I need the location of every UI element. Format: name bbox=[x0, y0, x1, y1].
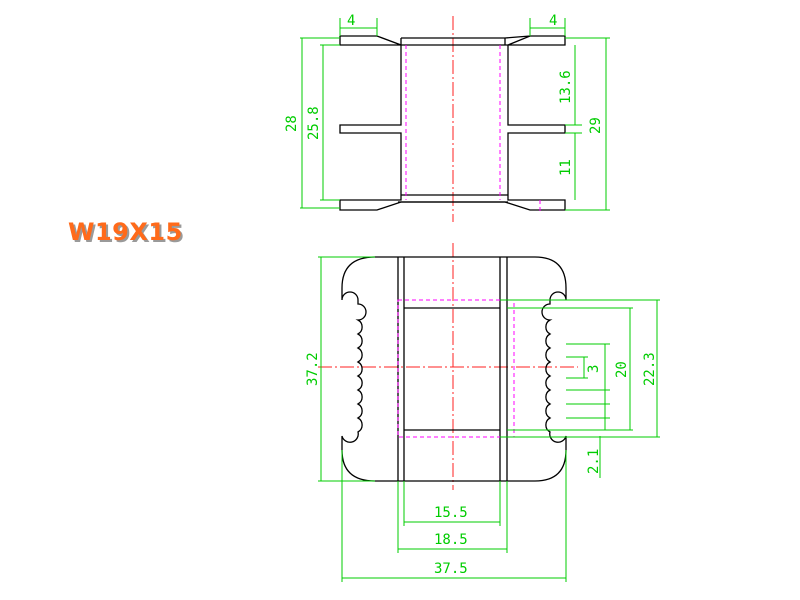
dim-inner-height: 25.8 bbox=[306, 106, 322, 140]
dim-window: 20 bbox=[614, 361, 630, 378]
dim-mid-width: 18.5 bbox=[434, 532, 468, 548]
front-view-outline bbox=[341, 256, 567, 482]
front-view: 37.2 3 20 22.3 2.1 15.5 18.5 37.5 bbox=[305, 243, 660, 582]
dim-outer-height: 28 bbox=[284, 115, 300, 132]
top-view: 4 4 28 25.8 13.6 29 11 bbox=[284, 13, 610, 222]
dim-slot: 3 bbox=[586, 365, 602, 373]
front-view-hidden-core bbox=[397, 299, 515, 438]
dim-left-offset: 4 bbox=[347, 13, 355, 29]
dim-outer-width: 37.5 bbox=[434, 561, 468, 577]
dim-total-height: 29 bbox=[588, 117, 604, 134]
dim-inner-width: 15.5 bbox=[434, 505, 468, 521]
part-title: W19X15 bbox=[68, 218, 183, 246]
dim-right-offset: 4 bbox=[549, 13, 557, 29]
dim-front-height: 37.2 bbox=[305, 352, 321, 386]
dim-core: 22.3 bbox=[642, 352, 658, 386]
dim-lower-gap: 11 bbox=[558, 159, 574, 176]
dim-flange: 2.1 bbox=[586, 449, 602, 474]
dim-upper-gap: 13.6 bbox=[558, 70, 574, 104]
